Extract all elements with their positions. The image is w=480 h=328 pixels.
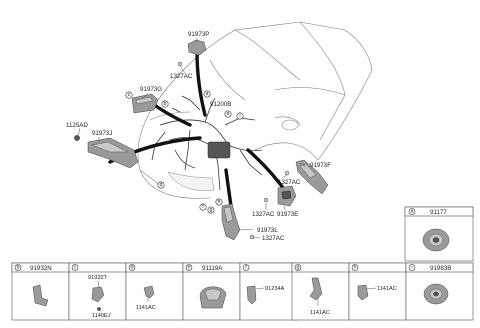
bracket-91932T [91, 286, 105, 303]
main-wiring-harness [151, 95, 263, 191]
junction-box [207, 141, 231, 159]
panel-b: b 91932N [11, 262, 70, 321]
callout-f: f [199, 203, 207, 211]
svg-text:b: b [164, 101, 167, 107]
svg-text:a: a [411, 209, 414, 215]
callout-b: b [161, 100, 169, 108]
grommet-91983B [423, 283, 449, 305]
car-body-outline [137, 21, 373, 199]
protector-91973G [131, 93, 159, 114]
svg-text:d: d [160, 182, 163, 188]
svg-text:1141AC: 1141AC [136, 305, 156, 311]
callout-i: i [236, 112, 244, 120]
callout-d: d [157, 181, 165, 189]
callout-circles: a b c e i d f g h [125, 90, 244, 214]
panel-h: h 1141AC [348, 262, 407, 321]
label-91973L: 91973L [257, 227, 278, 234]
svg-text:f: f [202, 204, 204, 210]
callout-a: a [203, 90, 211, 98]
label-1327AC-mid: 1327AC [252, 211, 275, 218]
label-1125AD: 1125AD [66, 122, 88, 129]
svg-text:1141AC: 1141AC [310, 310, 330, 316]
clip-91234A [246, 285, 257, 305]
callout-c: c [125, 91, 133, 99]
boot-91119A [199, 286, 227, 309]
protector-91973L [221, 203, 241, 241]
grommet-1125AD [74, 135, 80, 141]
svg-text:c: c [128, 92, 131, 98]
panel-c: c 91932T 1140EJ [68, 262, 127, 321]
svg-text:g: g [210, 207, 213, 213]
main-part-labels: 91973P 1327AC 91973G 91200B 1125AD 91973… [66, 31, 331, 242]
svg-text:f: f [245, 265, 247, 271]
svg-text:c: c [74, 265, 77, 271]
panel-e: e 91119A [182, 262, 241, 321]
screw-1140EJ [97, 307, 101, 311]
panel-f: f 91234A [239, 262, 298, 321]
protector-91973E [277, 185, 297, 207]
bottom-panels: b 91932N c 91932T 1140EJ d 1141AC [11, 262, 474, 321]
svg-text:1141AC: 1141AC [377, 286, 397, 292]
callout-e: e [224, 110, 232, 118]
label-91973E: 91973E [277, 211, 298, 218]
bracket-91932N [32, 284, 49, 307]
svg-text:e: e [188, 265, 191, 271]
callout-g: g [207, 206, 215, 214]
svg-text:91983B: 91983B [430, 265, 451, 272]
svg-text:h: h [354, 265, 357, 271]
clip-g [309, 277, 323, 301]
label-91973J: 91973J [92, 130, 112, 137]
panel-d: d 1141AC [125, 262, 184, 321]
grommet-91177 [422, 228, 450, 252]
bolt-1327AC-top [177, 61, 183, 67]
label-91973G: 91973G [140, 86, 162, 93]
callout-h: h [215, 198, 223, 206]
svg-text:g: g [297, 265, 300, 271]
svg-text:b: b [17, 265, 20, 271]
clip-d [143, 285, 155, 299]
protector-91973P [187, 39, 207, 56]
svg-text:91932N: 91932N [30, 265, 52, 272]
svg-text:e: e [227, 111, 230, 117]
label-91973P: 91973P [188, 31, 209, 38]
svg-text:h: h [218, 199, 221, 205]
label-1327AC-bot: 1327AC [262, 235, 285, 242]
svg-text:i: i [411, 265, 412, 271]
svg-text:1140EJ: 1140EJ [92, 313, 111, 319]
svg-text:91119A: 91119A [202, 265, 223, 272]
label-91200B: 91200B [210, 101, 231, 108]
panel-a-part: 91177 [430, 209, 447, 216]
svg-text:i: i [239, 113, 240, 119]
svg-text:91932T: 91932T [88, 275, 108, 281]
label-91973F: 91973F [310, 162, 331, 169]
svg-text:91234A: 91234A [265, 286, 285, 292]
panel-g: g 1141AC [291, 262, 350, 321]
panel-a: a 91177 [404, 206, 474, 262]
bolt-1327AC-mid [263, 197, 269, 203]
protector-91973F [295, 159, 329, 195]
svg-text:a: a [206, 91, 209, 97]
label-1327AC-right: 1327AC [278, 179, 301, 186]
clip-h [357, 284, 369, 301]
protector-91973J [87, 137, 139, 169]
panel-i: i 91983B [405, 262, 474, 321]
leader-lines [77, 38, 307, 239]
bolt-1327AC-right [284, 170, 290, 176]
label-1327AC-top: 1327AC [170, 73, 193, 80]
svg-text:d: d [131, 265, 134, 271]
